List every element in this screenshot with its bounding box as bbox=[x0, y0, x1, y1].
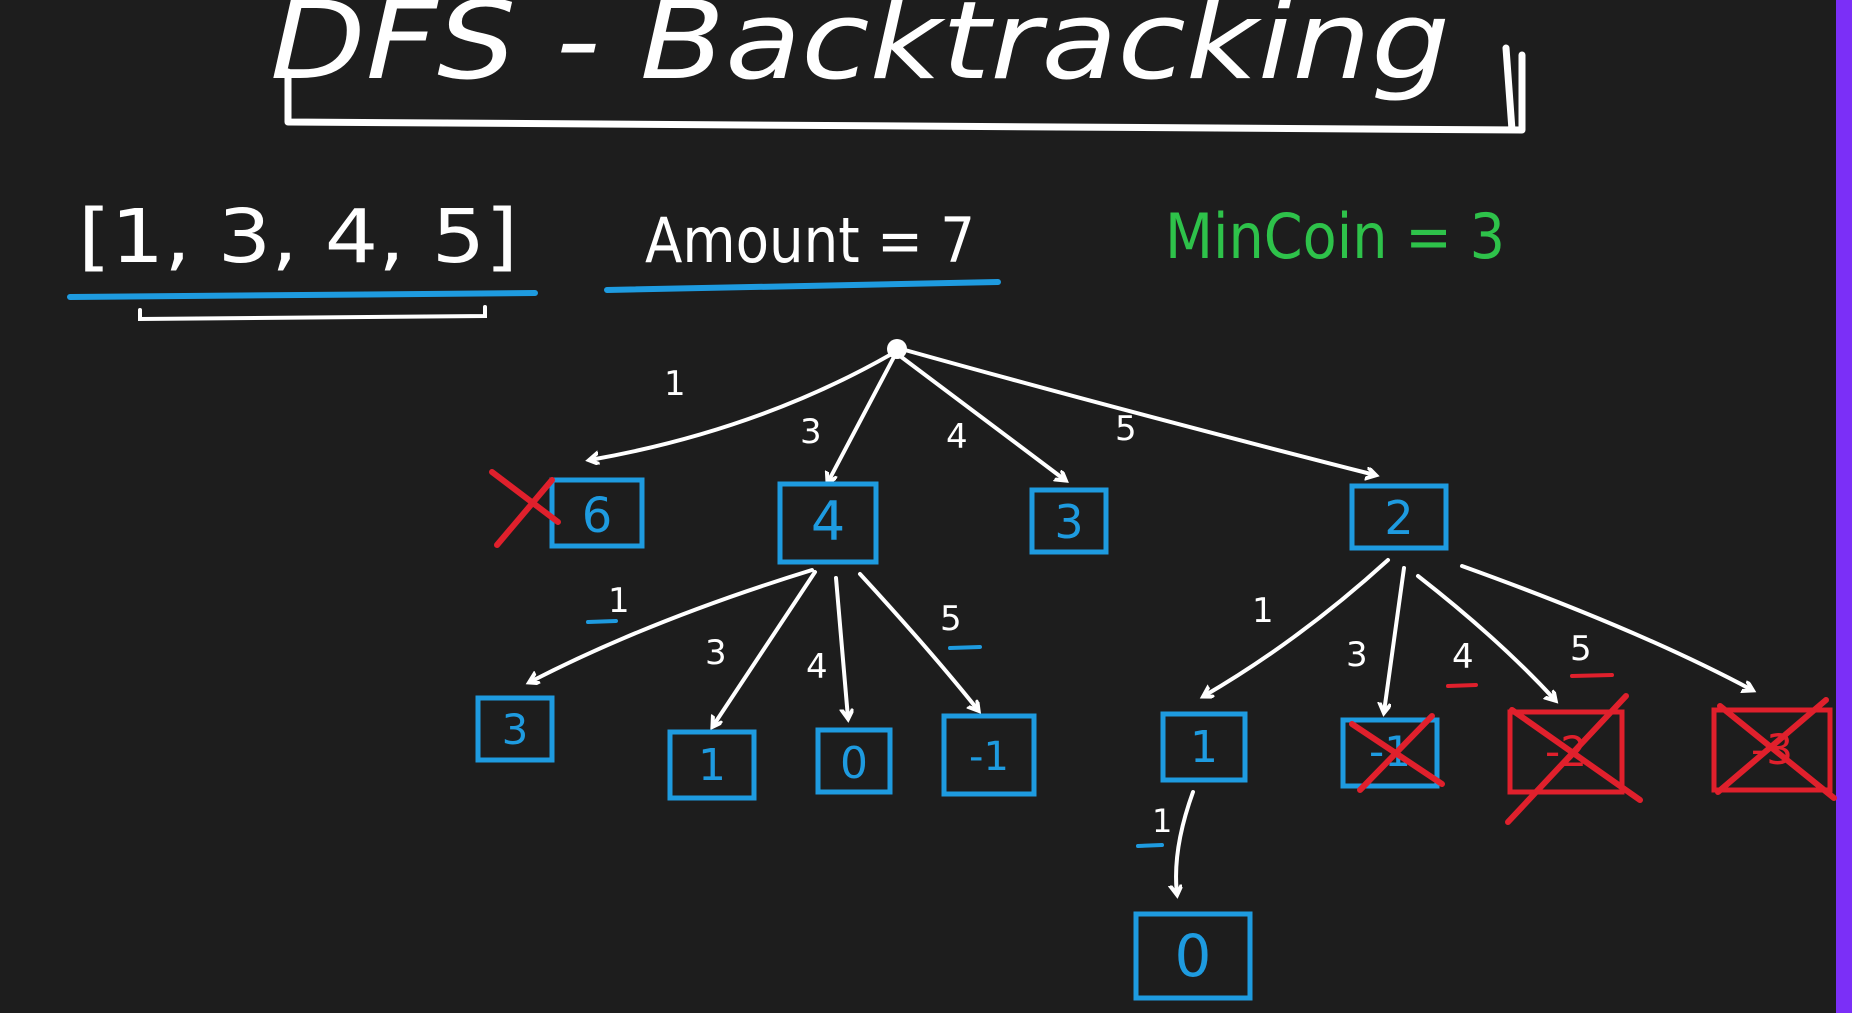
edge-label: 1 bbox=[664, 364, 686, 404]
svg-text:1: 1 bbox=[698, 740, 726, 791]
svg-text:0: 0 bbox=[840, 738, 868, 789]
edge-root-4 bbox=[828, 353, 897, 482]
tree-node: 1 bbox=[1160, 711, 1248, 783]
title-frame bbox=[284, 44, 1526, 134]
tree-node: 3 bbox=[475, 695, 555, 763]
edge-underlines bbox=[586, 619, 982, 650]
amount-underline bbox=[604, 279, 1001, 293]
edges-from-4 bbox=[530, 568, 978, 726]
tree-node: -1 bbox=[941, 713, 1037, 797]
root-edges bbox=[590, 348, 1375, 482]
pruned-mark bbox=[489, 469, 561, 548]
tree-node: 4 bbox=[777, 481, 879, 565]
edge-label: 1 bbox=[1252, 591, 1274, 631]
amount-label: Amount = 7 bbox=[645, 204, 975, 277]
svg-text:4: 4 bbox=[811, 490, 845, 553]
edge-label: 4 bbox=[946, 417, 968, 457]
edge bbox=[530, 568, 814, 682]
svg-text:0: 0 bbox=[1175, 922, 1212, 990]
svg-text:3: 3 bbox=[502, 705, 529, 754]
edge-label: 3 bbox=[1346, 635, 1368, 675]
edge-label: 3 bbox=[800, 412, 822, 452]
edges-from-1: 1 bbox=[1136, 790, 1195, 894]
min-coin-label: MinCoin = 3 bbox=[1165, 200, 1505, 273]
level2-nodes-under-4: 3 1 0 -1 bbox=[475, 695, 1037, 801]
level2-nodes-under-2: 1 -1 -2 -3 bbox=[1160, 693, 1837, 825]
tree-node: 2 bbox=[1349, 483, 1449, 551]
amount-group: Amount = 7 bbox=[604, 204, 1001, 293]
pruned-mark bbox=[1715, 697, 1837, 801]
coins-group: [1, 3, 4, 5] bbox=[67, 194, 538, 322]
tree-node: 3 bbox=[1029, 487, 1109, 555]
pruned-edge-underlines bbox=[1446, 673, 1614, 688]
tree-node: 1 bbox=[667, 729, 757, 801]
coins-underline bbox=[67, 290, 538, 300]
edges-from-2-labels: 1 3 4 5 bbox=[1252, 591, 1592, 677]
edge bbox=[1460, 564, 1752, 690]
edge-root-6 bbox=[590, 350, 897, 460]
svg-text:3: 3 bbox=[1054, 495, 1083, 549]
edge-root-2 bbox=[903, 348, 1375, 475]
svg-text:6: 6 bbox=[582, 488, 613, 544]
edge bbox=[713, 570, 817, 726]
svg-text:-1: -1 bbox=[969, 734, 1009, 780]
edge-label: 5 bbox=[1115, 409, 1137, 449]
root-edge-labels: 1 3 4 5 bbox=[664, 364, 1137, 457]
edge bbox=[1204, 558, 1390, 696]
edge-label: 5 bbox=[940, 599, 962, 639]
svg-text:1: 1 bbox=[1190, 722, 1218, 773]
edge bbox=[858, 572, 978, 710]
tree-node: 0 bbox=[815, 727, 893, 795]
edges-from-4-labels: 1 3 4 5 bbox=[608, 581, 962, 687]
edge-label: 4 bbox=[1452, 637, 1474, 677]
tree-node: 6 bbox=[549, 477, 645, 549]
edge-root-3 bbox=[898, 354, 1065, 480]
side-bar bbox=[1836, 0, 1852, 1013]
pruned-mark bbox=[1505, 693, 1643, 825]
edge-label: 1 bbox=[1152, 802, 1172, 840]
coins-bracket bbox=[138, 305, 487, 322]
coins-list: [1, 3, 4, 5] bbox=[78, 194, 518, 280]
edge bbox=[1384, 566, 1406, 712]
edge-label: 1 bbox=[608, 581, 630, 621]
edge bbox=[834, 576, 848, 718]
tree-node: 0 bbox=[1133, 911, 1253, 1001]
edge-label: 5 bbox=[1570, 629, 1592, 669]
edge bbox=[1176, 790, 1195, 894]
pruned-mark bbox=[1349, 713, 1445, 793]
edge-label: 3 bbox=[705, 633, 727, 673]
edge-label: 4 bbox=[806, 647, 828, 687]
level1-nodes: 6 4 3 2 bbox=[489, 469, 1449, 565]
edges-from-2 bbox=[1204, 558, 1752, 712]
edge bbox=[1416, 574, 1555, 700]
title-group: DFS - Backtracking bbox=[270, 0, 1526, 134]
page-title: DFS - Backtracking bbox=[270, 0, 1450, 104]
svg-text:2: 2 bbox=[1384, 491, 1413, 545]
